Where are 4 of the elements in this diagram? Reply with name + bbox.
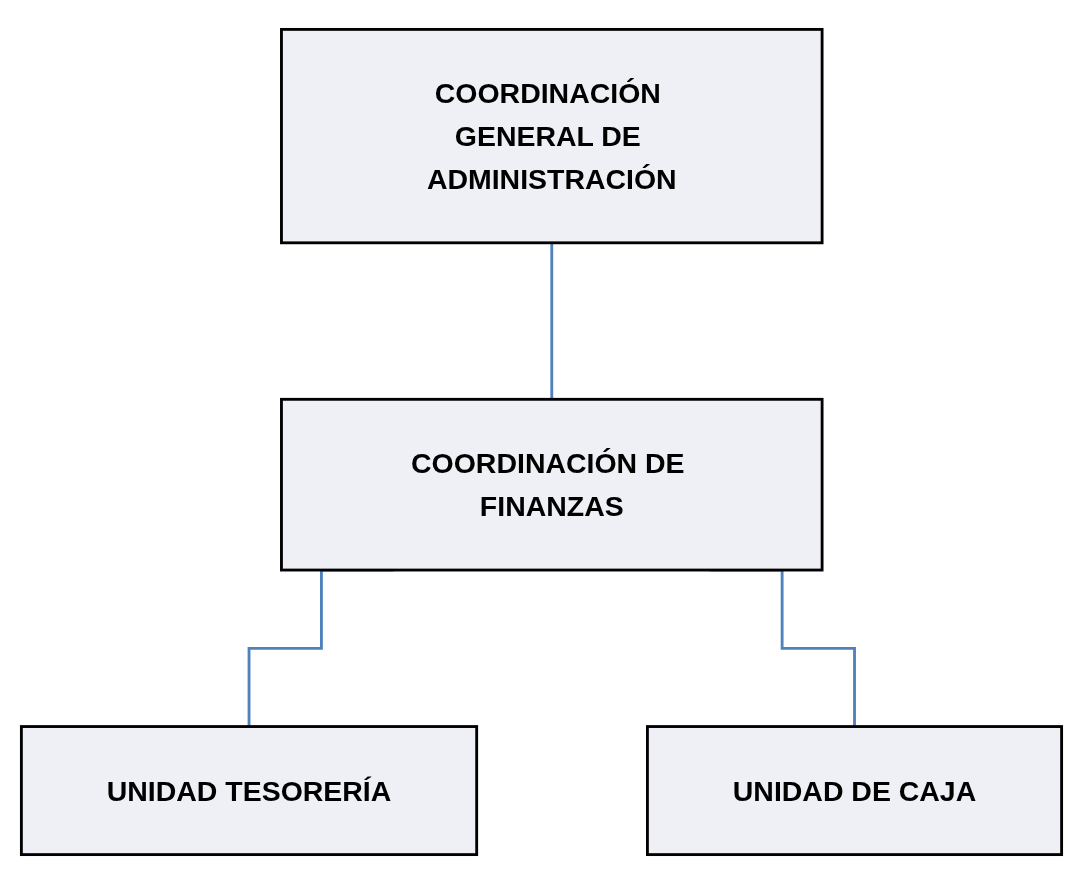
node-box: UNIDAD TESORERÍA — [19, 725, 479, 857]
node-box: COORDINACIÓN DE FINANZAS — [280, 397, 824, 572]
node-box: UNIDAD DE CAJA — [646, 725, 1064, 857]
node-box: COORDINACIÓN GENERAL DE ADMINISTRACIÓN — [280, 27, 824, 245]
